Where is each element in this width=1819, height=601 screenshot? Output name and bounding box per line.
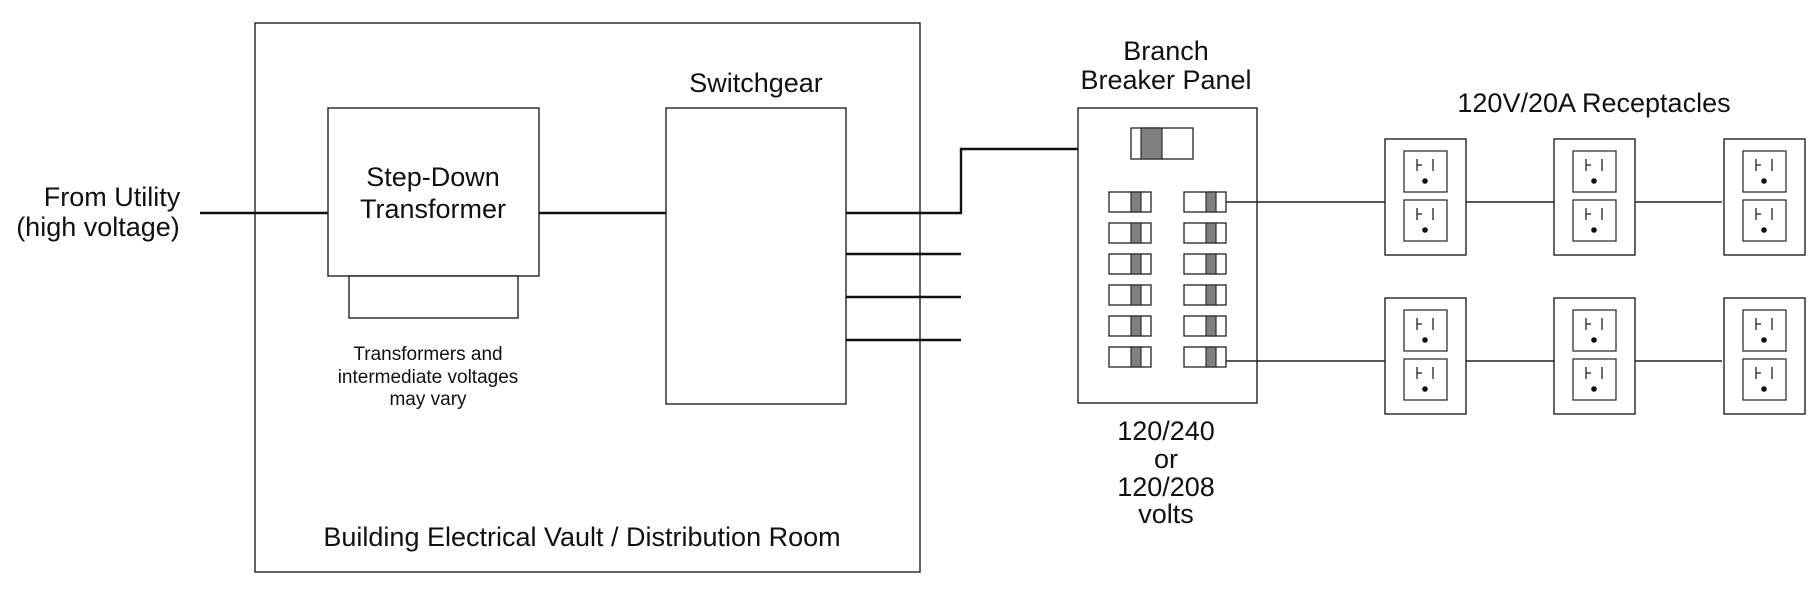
panel-voltage-line-4: volts — [1138, 499, 1194, 529]
branch-breakers — [1108, 191, 1227, 368]
transformer-note-line-3: may vary — [389, 389, 467, 410]
source-label-line-1: From Utility — [44, 182, 181, 212]
panel-voltage-line-1: 120/240 — [1117, 416, 1215, 446]
source-label-line-2: (high voltage) — [16, 212, 180, 242]
transformer-box — [327, 107, 540, 277]
duplex-receptacle — [1553, 297, 1636, 415]
panel-voltage-line-2: or — [1154, 444, 1178, 474]
outlet — [1403, 199, 1448, 242]
transformer-label-line-1: Step-Down — [366, 162, 500, 192]
branch-breaker — [1108, 191, 1152, 213]
branch-breaker — [1183, 346, 1227, 368]
transformer-base — [348, 275, 519, 319]
outlet — [1572, 358, 1617, 401]
branch-breaker — [1183, 315, 1227, 337]
switchgear-label: Switchgear — [689, 68, 823, 98]
duplex-receptacle — [1384, 297, 1467, 415]
branch-breaker — [1108, 284, 1152, 306]
branch-breaker — [1108, 346, 1152, 368]
outlet — [1572, 199, 1617, 242]
branch-breaker — [1108, 315, 1152, 337]
transformer-note-line-2: intermediate voltages — [338, 367, 519, 388]
outlet — [1403, 150, 1448, 193]
main-breaker — [1130, 127, 1194, 160]
duplex-receptacle — [1384, 138, 1467, 256]
duplex-receptacle — [1553, 138, 1636, 256]
receptacles — [1384, 138, 1806, 415]
vault-label: Building Electrical Vault / Distribution… — [323, 522, 840, 552]
outlet — [1742, 199, 1787, 242]
outlet — [1403, 309, 1448, 352]
outlet — [1742, 150, 1787, 193]
branch-breaker — [1183, 253, 1227, 275]
outlet — [1572, 150, 1617, 193]
panel-label-line-2: Breaker Panel — [1080, 65, 1251, 95]
transformer-label-line-2: Transformer — [360, 194, 506, 224]
outlet — [1742, 309, 1787, 352]
branch-breaker — [1108, 222, 1152, 244]
duplex-receptacle — [1723, 297, 1806, 415]
duplex-receptacle — [1723, 138, 1806, 256]
branch-breaker — [1108, 253, 1152, 275]
branch-breaker — [1183, 191, 1227, 213]
panel-label-line-1: Branch — [1123, 36, 1209, 66]
outlet — [1572, 309, 1617, 352]
panel-voltage-line-3: 120/208 — [1117, 472, 1215, 502]
outlet — [1742, 358, 1787, 401]
transformer-note-line-1: Transformers and — [353, 344, 502, 365]
panel-feeder-wire — [846, 147, 1131, 215]
receptacles-label: 120V/20A Receptacles — [1457, 88, 1730, 118]
branch-breaker — [1183, 222, 1227, 244]
branch-breaker — [1183, 284, 1227, 306]
outlet — [1403, 358, 1448, 401]
switchgear-box — [665, 107, 847, 405]
